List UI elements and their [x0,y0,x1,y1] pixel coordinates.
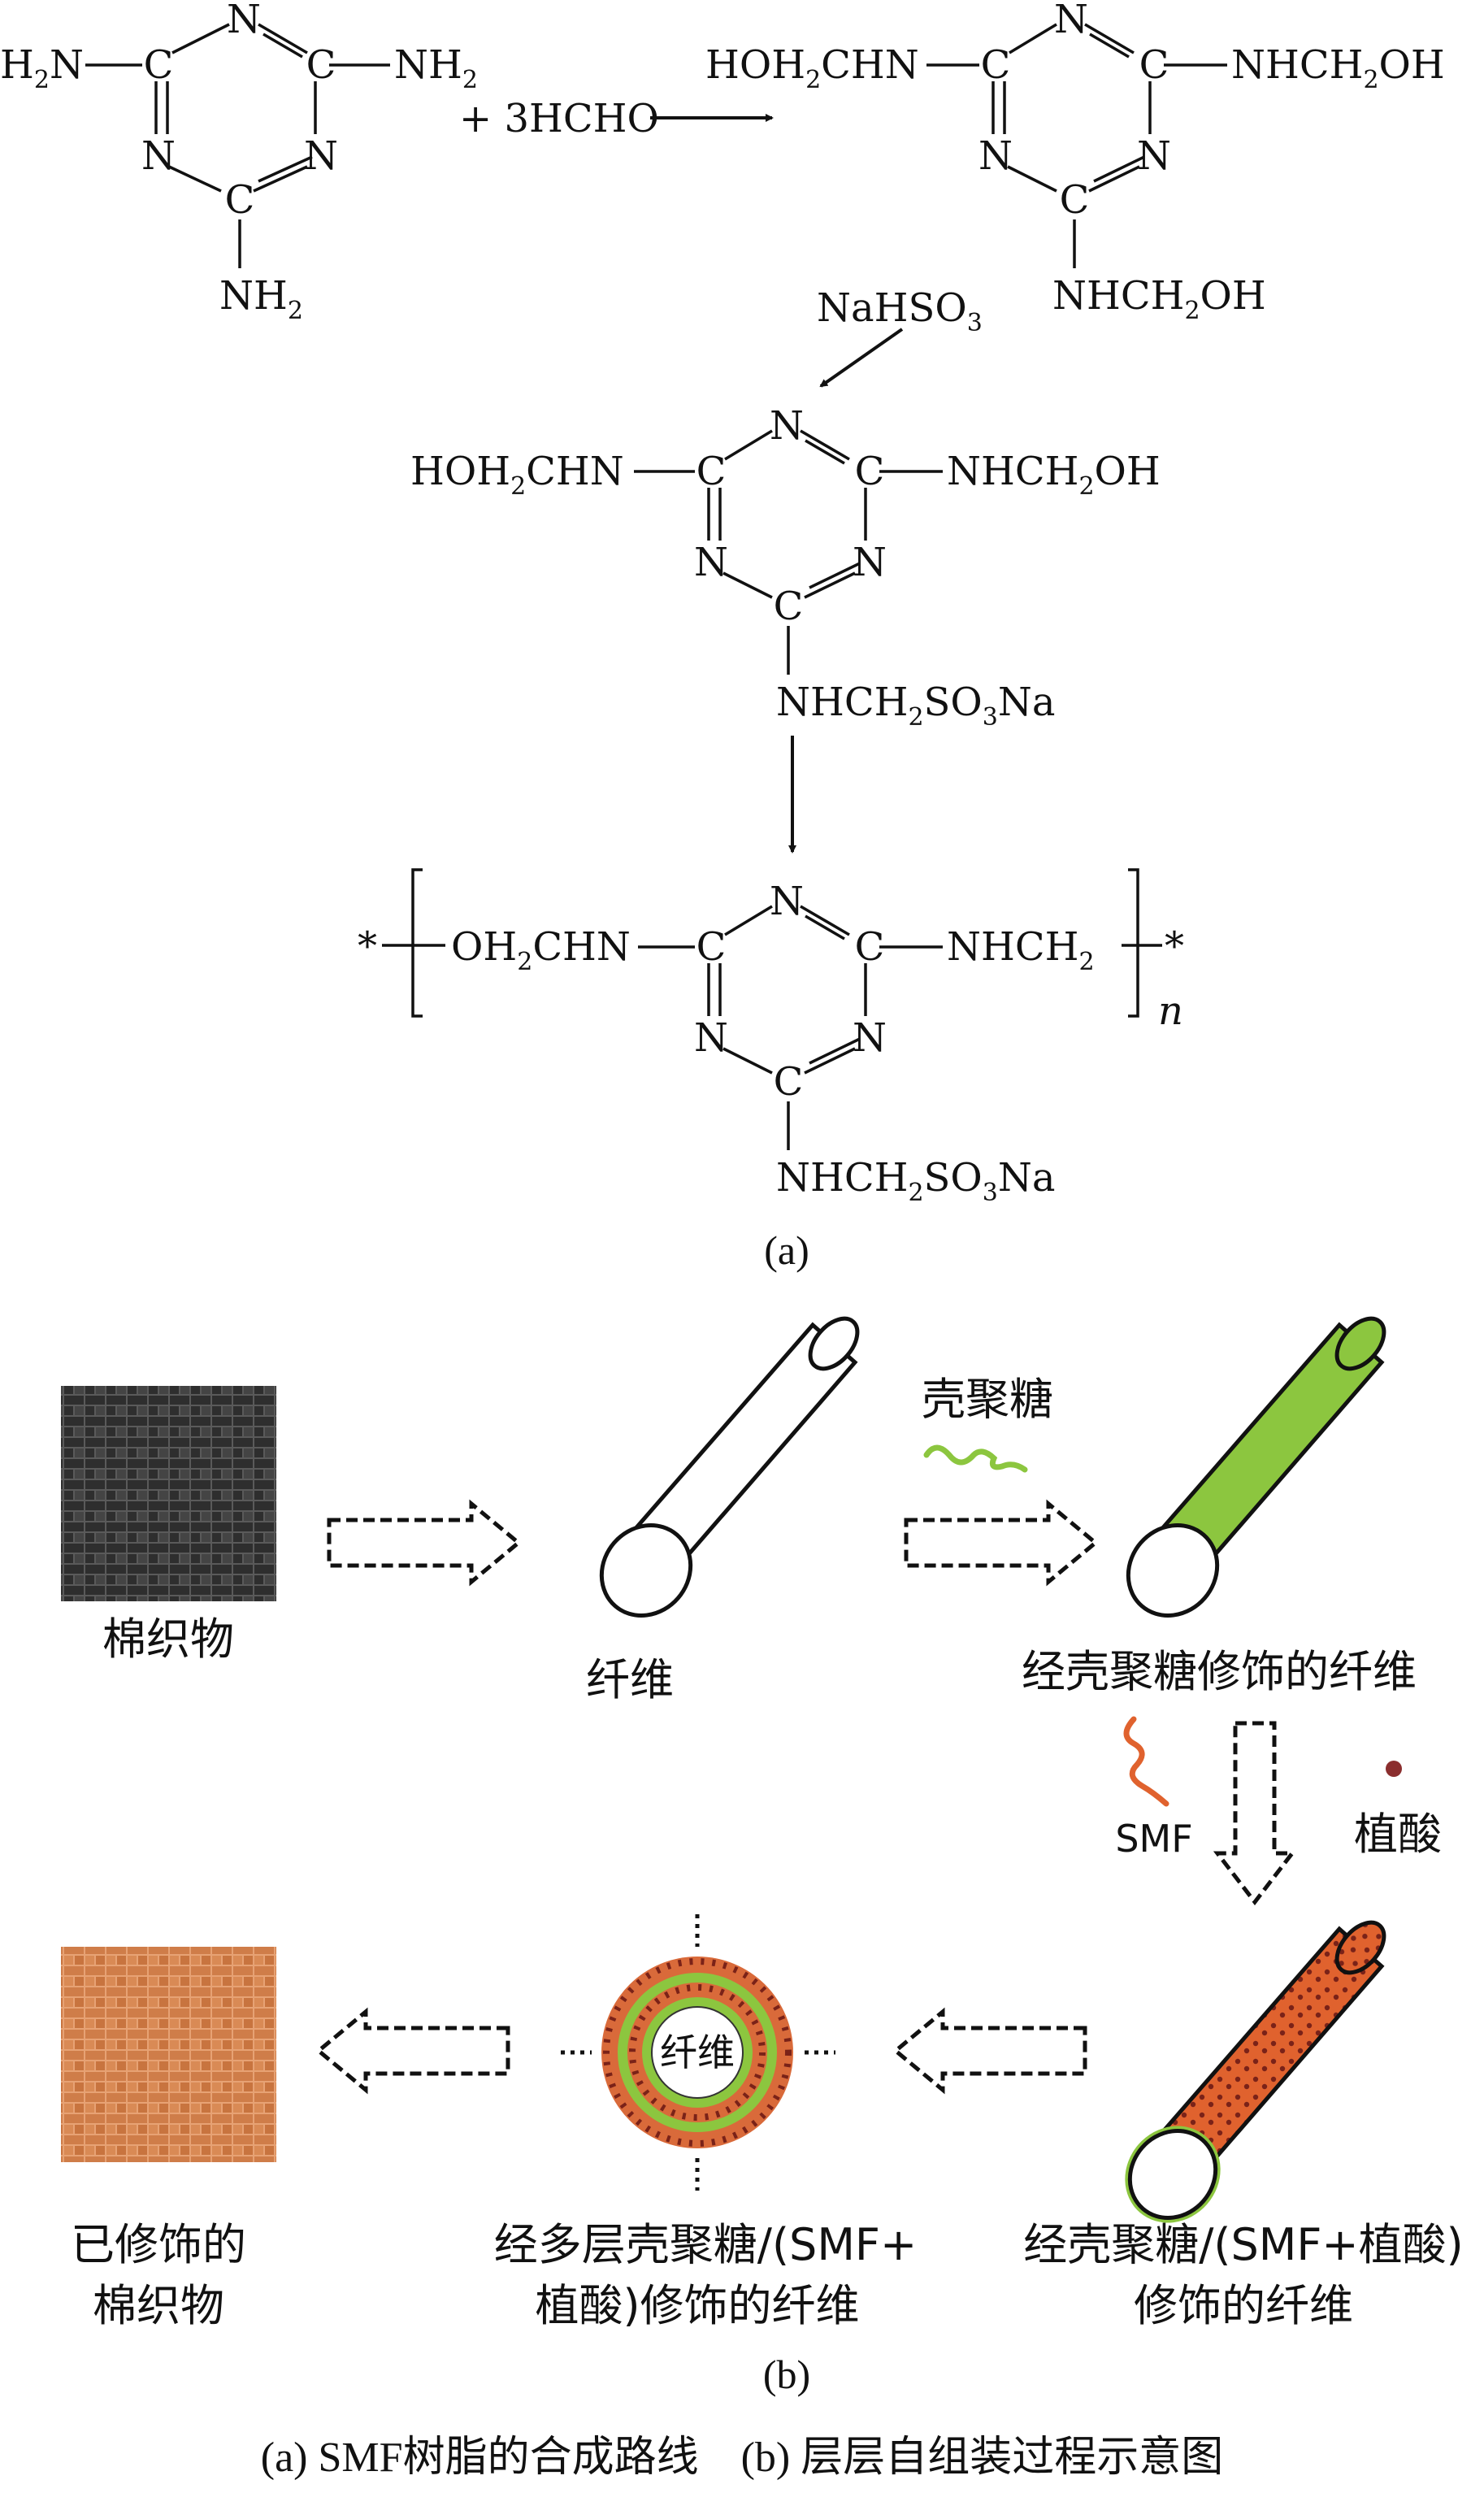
substituent-left: HOH2CHN [705,42,919,94]
substituent-right: NHCH2 [947,924,1095,976]
ring-nitrogen-top: N [1054,0,1088,42]
panel-label-a: (a) [764,1227,809,1273]
chitosan-fiber [1126,1316,1386,1618]
ring-carbon-right: C [855,449,885,494]
label-chitosan: 壳聚糖 [922,1374,1053,1425]
figure-caption: (a) SMF树脂的合成路线 (b) 层层自组装过程示意图 [261,2434,1223,2481]
ring-nitrogen-right: N [853,540,887,585]
smf-phytic-fiber [1125,1920,1386,2223]
polymer-end-star-right: * [1165,923,1184,969]
substituent-left: HOH2CHN [410,449,624,501]
reaction-bisulfite: NaHSO3 [817,285,983,388]
amine-right: NH2 [394,42,478,94]
melamine-structure: N C C N N C H2N NH2 NH2 [0,0,478,325]
label-smf: SMF [1115,1817,1192,1861]
ring-carbon-bottom: C [225,177,255,223]
ring-carbon-right: C [855,924,885,970]
ring-carbon-bottom: C [774,584,804,629]
ring-nitrogen-left: N [694,1015,728,1061]
label-cotton-fabric: 棉织物 [102,1613,234,1665]
methylol-melamine-structure: N C C N N C HOH2CHN NHCH2OH NHCH2OH [705,0,1445,325]
multilayer-cross-section [561,1914,835,2191]
dashed-arrow-right-2 [904,1499,1099,1587]
ring-carbon-left: C [696,924,727,970]
ring-carbon-left: C [696,449,727,494]
repeat-unit-n: n [1158,988,1183,1034]
reaction-arrow-2 [819,328,904,388]
reagent-sodium-bisulfite: NaHSO3 [817,285,983,337]
amine-bottom: NH2 [219,273,303,325]
bracket-right [1128,868,1139,1018]
ring-carbon-bottom: C [774,1059,804,1105]
label-modified-fiber-line1: 经壳聚糖/(SMF+植酸) [1023,2219,1464,2270]
ring-nitrogen-top: N [770,403,804,449]
ring-carbon-right: C [306,42,336,88]
label-chitosan-fiber: 经壳聚糖修饰的纤维 [1022,1646,1417,1697]
chitosan-chain-icon [923,1444,1028,1473]
plain-fiber [599,1316,860,1618]
dashed-arrow-left-1 [892,2007,1087,2095]
dashed-arrow-left-2 [315,2007,510,2095]
ring-nitrogen-right: N [304,133,338,179]
substituent-left: OH2CHN [451,924,631,976]
ring-nitrogen-top: N [770,879,804,924]
reagent-formaldehyde: + 3HCHO [459,96,659,141]
label-modified-fiber-line2: 修饰的纤维 [1134,2280,1353,2331]
panel-label-b: (b) [763,2352,810,2397]
substituent-bottom: NHCH2OH [1052,273,1266,325]
substituent-bottom: NHCH2SO3Na [776,680,1056,732]
dashed-arrow-right-1 [327,1499,522,1587]
label-phytic-acid: 植酸 [1354,1809,1442,1860]
phytic-acid-dot-icon [1386,1761,1402,1777]
modified-fabric-swatch [61,1947,276,2162]
ring-carbon-right: C [1139,42,1169,88]
cotton-fabric-swatch [61,1386,276,1601]
substituent-right: NHCH2OH [1231,42,1445,94]
label-modified-fabric-line1: 已修饰的 [71,2219,246,2270]
substituent-right: NHCH2OH [947,449,1161,501]
ring-carbon-bottom: C [1060,177,1090,223]
label-fiber: 纤维 [586,1654,674,1705]
ring-nitrogen-right: N [853,1015,887,1061]
ring-nitrogen-left: N [978,133,1013,179]
ring-nitrogen-top: N [227,0,261,42]
label-modified-fabric-line2: 棉织物 [93,2280,224,2331]
substituent-bottom: NHCH2SO3Na [776,1155,1056,1207]
ring-nitrogen-left: N [141,133,176,179]
ring-nitrogen-left: N [694,540,728,585]
ring-carbon-left: C [144,42,174,88]
smf-chain-icon [1123,1716,1169,1807]
label-multilayer-line1: 经多层壳聚糖/(SMF+ [494,2219,917,2270]
dashed-arrow-down [1213,1721,1297,1906]
amine-left: H2N [0,42,84,94]
sulfonated-melamine-structure: N C C N N C HOH2CHN NHCH2OH NHCH2SO3Na [410,403,1161,732]
polymer-structure: N C C N N C * * n OH2CHN NHCH2 NHCH2SO3N… [358,868,1184,1207]
label-multilayer-line2: 植酸)修饰的纤维 [535,2280,859,2331]
label-cross-section-fiber: 纤维 [660,2030,735,2074]
bracket-left [411,868,423,1018]
ring-nitrogen-right: N [1137,133,1171,179]
reaction-formaldehyde: + 3HCHO [459,96,774,141]
polymer-end-star-left: * [358,923,377,969]
ring-carbon-left: C [981,42,1011,88]
